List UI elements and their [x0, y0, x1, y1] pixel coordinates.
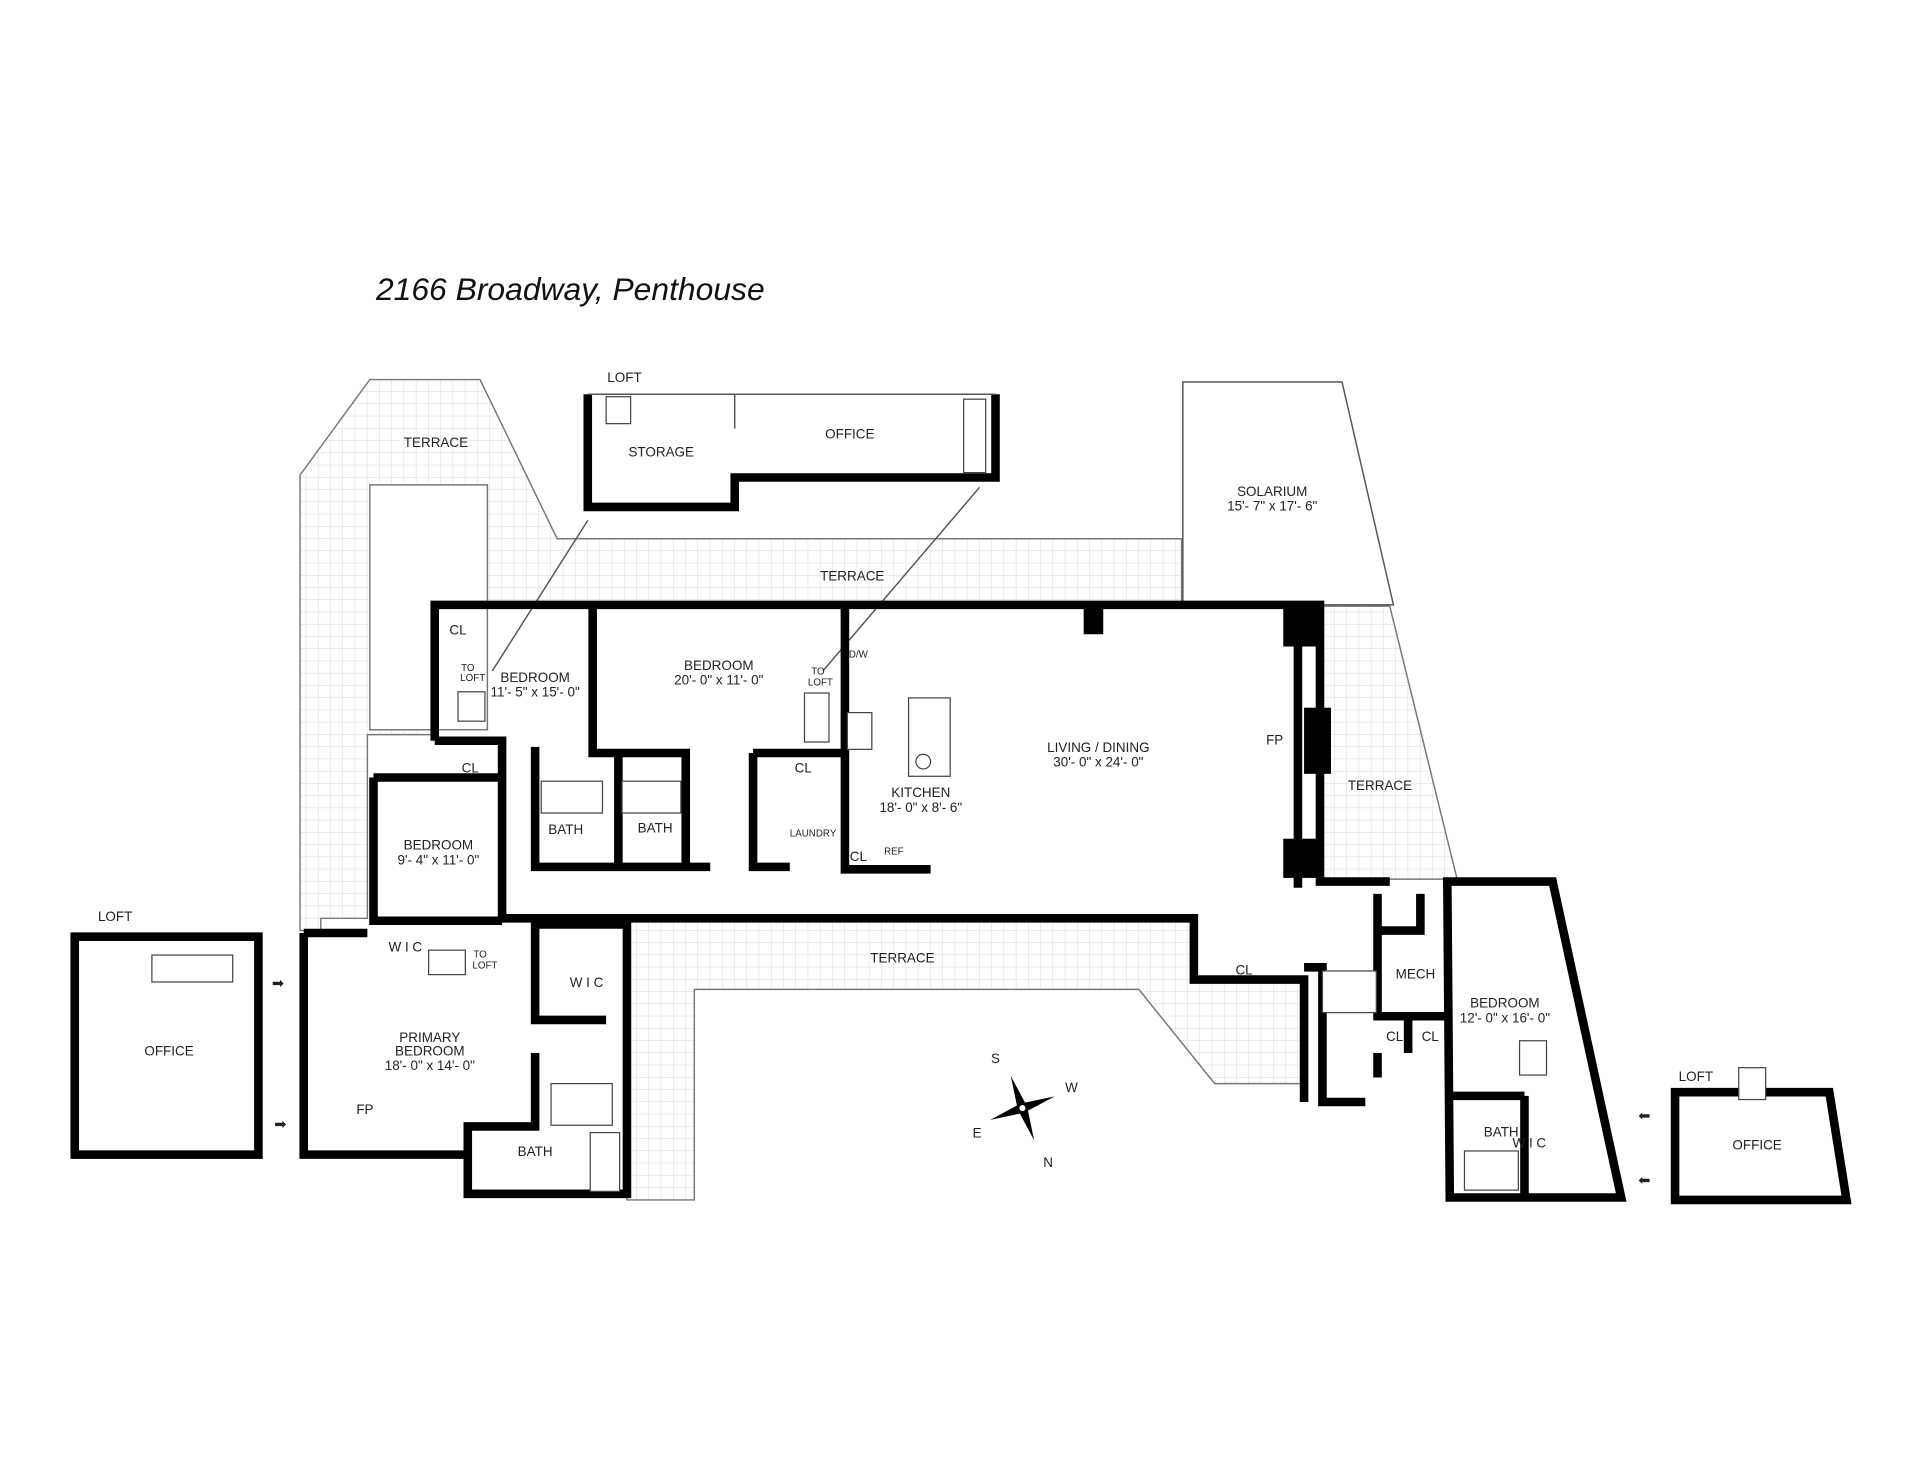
loft-right-label: LOFT [1679, 1069, 1713, 1084]
loft-top-walls [583, 394, 1000, 512]
stair-icon [1518, 1040, 1548, 1076]
kitchen-size: 18'- 0" x 8'- 6" [879, 800, 962, 815]
living-size: 30'- 0" x 24'- 0" [1053, 754, 1143, 769]
left-office-walls [70, 932, 263, 1159]
bedroom-label: BEDROOM [500, 670, 570, 685]
arrow-icon: ➡ [274, 1117, 287, 1133]
office-right-label: OFFICE [1732, 1138, 1781, 1153]
fridge-label: REF [884, 847, 904, 858]
to-loft-label: TO [461, 663, 475, 674]
stair-icon [963, 398, 987, 474]
office-left-label: OFFICE [144, 1043, 193, 1058]
fireplace [1304, 707, 1331, 774]
primary-label: PRIMARY [399, 1030, 460, 1045]
bedroom-label: BEDROOM [684, 658, 754, 673]
bedroom-size: 20'- 0" x 11'- 0" [674, 672, 763, 687]
primary-walls [299, 920, 632, 1199]
wic-label: W I C [389, 939, 423, 954]
terrace-label: TERRACE [404, 435, 468, 450]
bed-stair-icon [457, 691, 486, 722]
kitchen-label: KITCHEN [891, 785, 950, 800]
closet-label: CL [462, 761, 480, 776]
wic-label: W I C [570, 975, 604, 990]
arrow-icon: ⬅ [1638, 1108, 1650, 1124]
column [1083, 604, 1104, 635]
to-loft-label: LOFT [472, 961, 497, 972]
shower-icon [540, 780, 604, 814]
bedroom-size: 12'- 0" x 16'- 0" [1460, 1010, 1550, 1025]
compass-north: N [1043, 1155, 1053, 1170]
loft-pointer-line [491, 519, 589, 672]
plan-title: 2166 Broadway, Penthouse [375, 271, 765, 307]
storage-label: STORAGE [628, 445, 694, 460]
shower-icon [550, 1083, 613, 1126]
solarium-size: 15'- 7" x 17'- 6" [1227, 499, 1317, 514]
compass-east: E [973, 1125, 982, 1140]
terrace-east [1321, 605, 1459, 880]
loft-top-label: LOFT [607, 370, 641, 385]
east-inner-walls [1304, 893, 1529, 1198]
compass-south: S [991, 1051, 1000, 1066]
laundry-label: LAUNDRY [790, 828, 837, 839]
loft-office-label: OFFICE [825, 426, 874, 441]
shower-icon [1463, 1150, 1519, 1191]
to-loft-label: TO [473, 949, 487, 960]
terrace-label: TERRACE [870, 950, 934, 965]
bath-label: BATH [548, 822, 583, 837]
compass-west: W [1065, 1080, 1078, 1095]
cooktop-icon [846, 712, 873, 750]
bedroom-label: BEDROOM [1470, 996, 1540, 1011]
primary-stair-icon [427, 949, 466, 976]
stair-icon [151, 954, 234, 983]
bedroom-size: 11'- 5" x 15'- 0" [491, 685, 580, 700]
stair-icon [1738, 1067, 1767, 1101]
terrace-label: TERRACE [820, 568, 884, 583]
closet-label: CL [1386, 1029, 1404, 1044]
primary-label: BEDROOM [395, 1043, 465, 1058]
solarium-label: SOLARIUM [1237, 484, 1307, 499]
bed-stair-icon [803, 692, 830, 743]
to-loft-label: LOFT [808, 678, 833, 689]
closet-label: CL [1235, 963, 1253, 978]
arrow-icon: ⬅ [1638, 1173, 1650, 1189]
dishwasher-label: D/W [849, 650, 869, 661]
tub-icon [621, 780, 682, 814]
interior-walls [530, 604, 931, 874]
to-loft-label: TO [811, 667, 825, 678]
to-loft-label: LOFT [460, 673, 485, 684]
solarium-outline [1182, 381, 1395, 606]
arrow-icon: ➡ [272, 976, 285, 992]
stairs [1321, 970, 1377, 1014]
fireplace-label: FP [1266, 732, 1283, 747]
stair-icon [605, 396, 632, 425]
column [1283, 838, 1323, 878]
closet-label: CL [850, 849, 868, 864]
closet-label: CL [449, 622, 467, 637]
tub-icon [589, 1131, 621, 1192]
sink-icon [915, 753, 932, 770]
right-office-walls [1670, 1087, 1852, 1205]
closet-label: CL [795, 761, 813, 776]
mech-label: MECH [1396, 966, 1436, 981]
primary-size: 18'- 0" x 14'- 0" [385, 1058, 475, 1073]
column [1283, 604, 1323, 647]
bath-label: BATH [638, 821, 673, 836]
bath-label: BATH [518, 1144, 553, 1159]
terrace-south [626, 920, 1305, 1201]
fireplace-label: FP [356, 1102, 373, 1117]
loft-left-label: LOFT [98, 909, 132, 924]
bedroom-label: BEDROOM [404, 838, 474, 853]
bedroom-size: 9'- 4" x 11'- 0" [398, 852, 480, 867]
wic-label: W I C [1513, 1135, 1547, 1150]
closet-label: CL [1422, 1029, 1440, 1044]
compass-icon [990, 1075, 1055, 1141]
terrace-label: TERRACE [1348, 778, 1412, 793]
bath-label: BATH [1484, 1124, 1519, 1139]
living-label: LIVING / DINING [1047, 740, 1149, 755]
